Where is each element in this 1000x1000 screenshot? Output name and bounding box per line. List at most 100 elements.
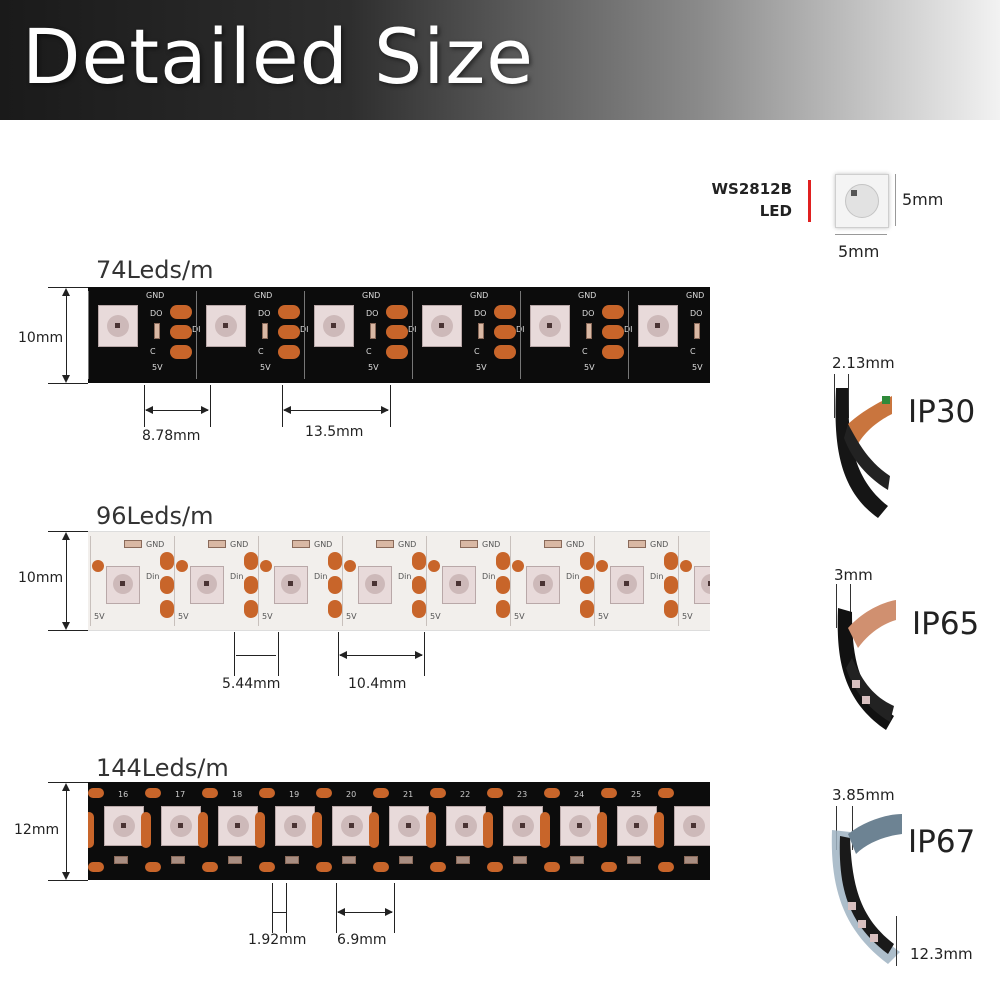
strip-96-height-bottom-ext <box>48 630 88 631</box>
strip-96-pad <box>580 600 594 618</box>
strip-96-led-die <box>708 581 710 586</box>
strip-96-resistor <box>292 540 310 548</box>
strip-144-pad <box>202 862 218 872</box>
ip30-label: IP30 <box>908 394 976 430</box>
strip-96-pad <box>680 560 692 572</box>
strip-144-pitch-arrow-left <box>337 908 345 916</box>
strip-96-pad <box>412 552 426 570</box>
strip-96-pad <box>496 600 510 618</box>
strip-144-pad <box>373 788 389 798</box>
strip-144-led-number: 24 <box>574 790 585 799</box>
strip-74-5v-label: 5V <box>692 363 703 372</box>
strip-144-gap-right-ext <box>286 883 287 933</box>
strip-74-pad <box>278 305 300 319</box>
strip-96-5v-label: 5V <box>94 612 105 621</box>
strip-96-led-die <box>288 581 293 586</box>
strip-144-pad <box>316 788 332 798</box>
strip-144-gap-label: 1.92mm <box>248 932 307 948</box>
strip-74-pad <box>602 325 624 339</box>
strip-96-gnd-label: GND <box>650 540 669 549</box>
strip-96-gap-line <box>236 655 276 656</box>
strip-144-resistor <box>228 856 242 864</box>
strip-144-pitch-line <box>338 912 392 913</box>
strip-96-pad <box>496 552 510 570</box>
strip-74-density: 74Leds/m <box>96 256 214 284</box>
strip-96-din-label: Din <box>146 572 160 581</box>
ip67-thickness-left-line <box>836 806 837 850</box>
strip-144-led-number: 21 <box>403 790 414 799</box>
strip-144-density: 144Leds/m <box>96 754 229 782</box>
strip-144-led-number: 18 <box>232 790 243 799</box>
strip-74-do-label: DO <box>690 309 703 318</box>
strip-96-gnd-label: GND <box>230 540 249 549</box>
strip-74-height-top-ext <box>48 287 88 288</box>
strip-74-capacitor <box>262 323 268 339</box>
strip-74-c-label: C <box>150 347 156 356</box>
strip-96-5v-label: 5V <box>598 612 609 621</box>
ip30-thickness-left-line <box>834 374 835 418</box>
strip-96-pad <box>512 560 524 572</box>
strip-96-pad <box>412 576 426 594</box>
ip65-thickness-right-line <box>850 584 851 628</box>
strip-74-height-label: 10mm <box>18 330 64 346</box>
strip-144-pad <box>259 788 275 798</box>
strip-96-led-lens <box>701 574 710 594</box>
strip-144-pad <box>487 862 503 872</box>
ip65-strip-section <box>837 600 896 730</box>
strip-74-c-label: C <box>582 347 588 356</box>
strip-144-height-arrow-down <box>62 872 70 880</box>
strip-74-capacitor <box>586 323 592 339</box>
ip67-label: IP67 <box>908 824 976 860</box>
strip-74-gap-left-ext <box>144 385 145 427</box>
strip-74-gap-line <box>146 410 208 411</box>
ip67-width-line <box>896 916 897 966</box>
strip-96-pad <box>160 600 174 618</box>
strip-96-pad <box>412 600 426 618</box>
strip-144-pad <box>369 812 379 848</box>
strip-96-din-label: Din <box>482 572 496 581</box>
strip-96-resistor <box>460 540 478 548</box>
strip-96-5v-label: 5V <box>430 612 441 621</box>
strip-74-pad <box>494 345 516 359</box>
strip-144-pad <box>316 862 332 872</box>
strip-74-gnd-label: GND <box>578 291 597 300</box>
strip-144-resistor <box>285 856 299 864</box>
strip-144-led-die <box>349 823 354 828</box>
chip-type: LED <box>759 202 792 220</box>
strip-144-pad <box>597 812 607 848</box>
strip-74-cell-divider <box>196 291 197 379</box>
title-banner: Detailed Size <box>0 0 1000 120</box>
strip-74-gap-arrow-right <box>201 406 209 414</box>
strip-74-pad <box>494 325 516 339</box>
strip-96-resistor <box>124 540 142 548</box>
strip-96-pad <box>428 560 440 572</box>
strip-144-resistor <box>342 856 356 864</box>
strip-74-pad <box>278 325 300 339</box>
strip-96-gap-left-ext <box>234 632 235 676</box>
strip-144-pad <box>544 788 560 798</box>
strip-144-led-number: 19 <box>289 790 300 799</box>
strip-74-pad <box>602 305 624 319</box>
strip-96-gnd-label: GND <box>482 540 501 549</box>
strip-74-5v-label: 5V <box>476 363 487 372</box>
ip67-thickness-label: 3.85mm <box>832 786 895 804</box>
strip-96-pitch-line <box>340 655 422 656</box>
strip-96-cell-divider <box>90 536 91 626</box>
strip-144-led-die <box>520 823 525 828</box>
strip-144-pad <box>312 812 322 848</box>
strip-96-pad <box>260 560 272 572</box>
strip-74-height-arrow-up <box>62 288 70 296</box>
strip-144-led-die <box>691 823 696 828</box>
strip-96-pitch-label: 10.4mm <box>348 676 407 692</box>
strip-144-pad <box>430 862 446 872</box>
strip-96-pad <box>664 600 678 618</box>
chip-width-line <box>835 234 887 235</box>
strip-74-do-label: DO <box>150 309 163 318</box>
strip-96-resistor <box>376 540 394 548</box>
strip-96-pad <box>328 600 342 618</box>
strip-96-resistor <box>628 540 646 548</box>
chip-height-line <box>895 174 896 226</box>
strip-96-pad <box>244 600 258 618</box>
strip-96-height-top-ext <box>48 531 88 532</box>
